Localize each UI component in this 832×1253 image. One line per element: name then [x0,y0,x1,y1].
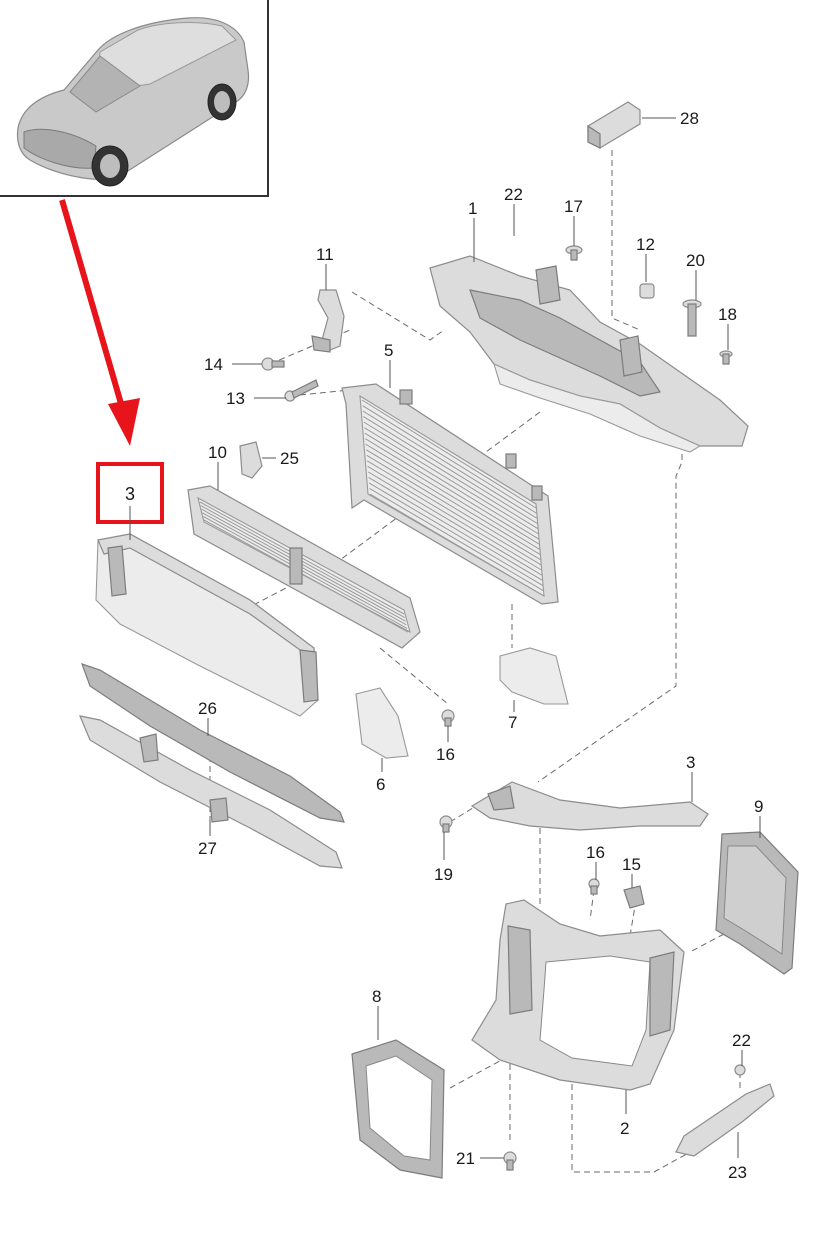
radiator-fin [367,471,543,576]
part-11-bracket [311,289,345,353]
radiator-fin [365,449,541,556]
callout-17: 17 [564,197,583,216]
callout-5: 5 [384,341,393,360]
callout-18: 18 [718,305,737,324]
radiator-fins [361,399,545,597]
part-15-clip [623,885,645,909]
callout-6: 6 [376,775,385,794]
callout-16b: 16 [586,843,605,862]
part-10-air-shutter [187,485,421,649]
highlight-pointer: 3 [59,199,164,524]
radiator-fin [366,454,541,561]
leader-lines [129,117,761,1159]
bolt-13 [284,379,319,402]
callout-8: 8 [372,987,381,1006]
radiator-fin [367,465,542,571]
radiator-fin [361,399,537,509]
radiator-fin [368,482,544,587]
callout-11: 11 [316,245,334,264]
part-27-lower-strip [79,715,343,869]
radiator-fin [363,421,539,530]
part-5-radiator [341,383,559,605]
car-suv-icon [16,17,250,187]
callout-26: 26 [198,699,217,718]
radiator-fin [369,488,544,592]
radiator-fin [365,443,541,550]
callout-23: 23 [728,1163,747,1182]
radiator-fin [366,460,542,566]
callout-16a: 16 [436,745,455,764]
part-23-bracket [675,1083,775,1157]
arrow-head-icon [108,398,140,446]
shutter-louver [201,508,406,622]
fastener-18 [719,350,733,365]
shutter-louver [200,505,406,619]
radiator-fin [363,416,538,524]
callout-28: 28 [680,109,699,128]
part-8-air-duct [351,1039,445,1179]
bolt-21 [503,1151,517,1171]
callout-19: 19 [434,865,453,884]
radiator-fin [364,427,539,535]
part-2-lock-carrier-frame [471,899,685,1091]
callout-3-bracket: 3 [686,753,695,772]
fastener-22 [734,1064,746,1076]
part-7-deflector [499,647,569,705]
callout-9: 9 [754,797,763,816]
callout-21: 21 [456,1149,475,1168]
radiator-fin [368,476,543,581]
callout-2: 2 [620,1119,629,1138]
callout-10: 10 [208,443,227,462]
callout-15: 15 [622,855,641,874]
part-3-air-guide [95,533,319,717]
radiator-fin [362,405,537,514]
vehicle-inset [0,0,269,197]
bolt-16-b [588,878,600,895]
shutter-louver [202,512,407,626]
callout-27: 27 [198,839,217,858]
callout-12: 12 [636,235,655,254]
bolt-19 [439,815,453,833]
callout-7: 7 [508,713,517,732]
highlight-label: 3 [125,484,135,504]
callout-22b: 22 [732,1031,751,1050]
callout-1: 1 [468,199,477,218]
callout-22: 22 [504,185,523,204]
fastener-12 [639,283,655,299]
callout-labels: 28 22 1 17 12 20 18 11 14 13 5 10 25 26 … [198,109,763,1182]
fastener-17 [565,245,583,261]
radiator-fin [362,410,538,519]
callout-25: 25 [280,449,299,468]
part-9-air-duct [715,831,799,975]
callout-14: 14 [204,355,223,374]
bolt-16-a [441,709,455,727]
part-25-clip [239,441,263,479]
shutter-louver [202,515,408,629]
radiator-fin [364,432,540,540]
part-28-bracket [587,101,641,149]
shutter-louvers [199,501,409,633]
radiator-fin [369,493,545,597]
part-26-trim-strip [81,663,345,823]
part-3-bracket [470,781,709,831]
callout-13: 13 [226,389,245,408]
part-1-lock-carrier [429,255,749,453]
fastener-20 [682,299,702,337]
part-6-deflector [355,687,409,759]
shutter-louver [203,519,409,633]
callout-20: 20 [686,251,705,270]
radiator-fin [365,438,540,545]
